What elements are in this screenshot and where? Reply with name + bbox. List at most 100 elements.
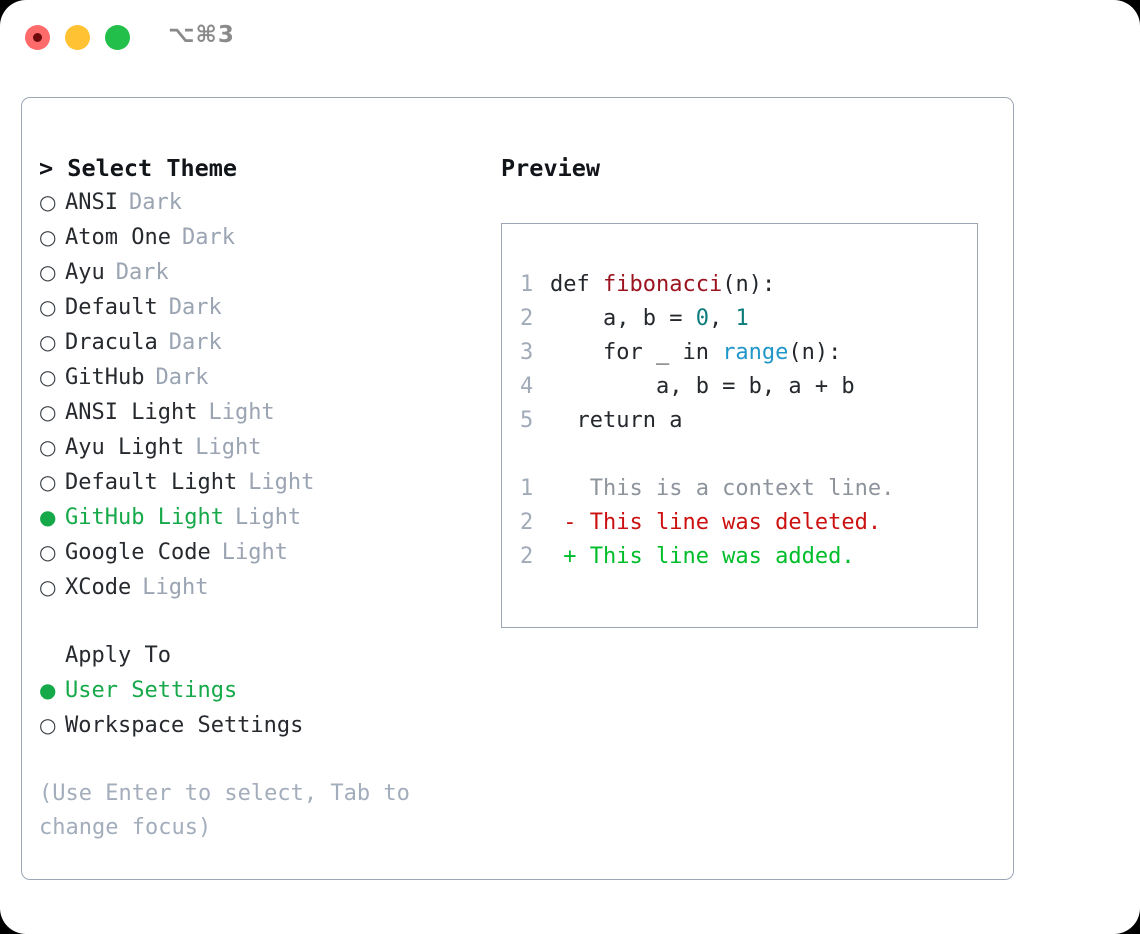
theme-item-label: ANSI bbox=[65, 190, 118, 215]
keyboard-shortcut-label: ⌥⌘3 bbox=[168, 22, 235, 48]
radio-unselected-icon: ○ bbox=[39, 190, 57, 214]
code-content: a, b = 0, 1 bbox=[550, 302, 749, 336]
theme-item-badge: Light bbox=[195, 435, 262, 460]
theme-item-label: Atom One bbox=[65, 225, 171, 250]
radio-unselected-icon: ○ bbox=[39, 400, 57, 424]
radio-unselected-icon: ○ bbox=[39, 540, 57, 564]
code-line: 3 for _ in range(n): bbox=[520, 336, 977, 370]
code-token: a, b = b, a + b bbox=[550, 374, 855, 399]
radio-selected-icon: ● bbox=[39, 678, 57, 702]
line-number: 1 bbox=[520, 476, 534, 501]
code-token: (n): bbox=[722, 272, 776, 297]
theme-item-badge: Dark bbox=[181, 225, 235, 250]
theme-item-label: ANSI Light bbox=[65, 400, 198, 425]
keyboard-hint: (Use Enter to select, Tab to change focu… bbox=[39, 781, 410, 840]
apply-to-item[interactable]: ● User Settings bbox=[39, 673, 485, 708]
select-theme-header: > Select Theme bbox=[39, 154, 238, 182]
theme-item-label: Default Light bbox=[65, 470, 238, 495]
theme-item-label: Default bbox=[65, 295, 158, 320]
theme-list-item[interactable]: ○ Ayu Light Light bbox=[39, 430, 485, 465]
theme-list-item[interactable]: ○ GitHub Dark bbox=[39, 360, 485, 395]
close-dot-icon[interactable] bbox=[25, 25, 50, 50]
list-spacer bbox=[39, 605, 485, 639]
theme-item-label: Google Code bbox=[65, 540, 211, 565]
preview-title: Preview bbox=[501, 154, 601, 182]
theme-list-item[interactable]: ○ Default Light Light bbox=[39, 465, 485, 500]
code-token: + This line was added. bbox=[550, 544, 855, 569]
diff-line: 2 - This line was deleted. bbox=[520, 506, 977, 540]
code-line: 1 def fibonacci(n): bbox=[520, 268, 977, 302]
window-controls bbox=[25, 25, 130, 50]
code-token: 1 bbox=[735, 306, 749, 331]
radio-unselected-icon: ○ bbox=[39, 330, 57, 354]
radio-unselected-icon: ○ bbox=[39, 295, 57, 319]
maximize-dot-icon[interactable] bbox=[105, 25, 130, 50]
radio-unselected-icon: ○ bbox=[39, 713, 57, 737]
theme-list-item[interactable]: ○ Google Code Light bbox=[39, 535, 485, 570]
line-number: 5 bbox=[520, 408, 534, 433]
line-number: 2 bbox=[520, 306, 534, 331]
theme-item-label: GitHub bbox=[65, 365, 145, 390]
theme-item-badge: Light bbox=[234, 505, 302, 530]
code-token: , bbox=[708, 306, 736, 331]
radio-unselected-icon: ○ bbox=[39, 260, 57, 284]
code-content: - This line was deleted. bbox=[550, 506, 881, 540]
apply-to-item-label: Workspace Settings bbox=[65, 713, 304, 738]
code-token: range bbox=[722, 340, 789, 365]
code-token: This is a context line. bbox=[550, 476, 895, 501]
theme-item-badge: Dark bbox=[168, 330, 222, 355]
code-line: 5 return a bbox=[520, 404, 977, 438]
code-line: 2 a, b = 0, 1 bbox=[520, 302, 977, 336]
code-token: a, b = bbox=[550, 306, 696, 331]
theme-list-item[interactable]: ○ Default Dark bbox=[39, 290, 485, 325]
code-content: return a bbox=[550, 404, 682, 438]
code-content: for _ in range(n): bbox=[550, 336, 841, 370]
theme-list-item[interactable]: ○ Atom One Dark bbox=[39, 220, 485, 255]
code-token: return a bbox=[550, 408, 683, 433]
line-number: 1 bbox=[520, 272, 534, 297]
radio-selected-icon: ● bbox=[39, 505, 57, 529]
line-number: 2 bbox=[520, 510, 534, 535]
theme-item-label: Ayu bbox=[65, 260, 105, 285]
theme-item-label: Dracula bbox=[65, 330, 158, 355]
apply-to-list: ● User Settings ○ Workspace Settings bbox=[39, 673, 485, 743]
theme-item-label: Ayu Light bbox=[65, 435, 185, 460]
theme-item-badge: Dark bbox=[128, 190, 182, 215]
code-token: 0 bbox=[695, 306, 709, 331]
diff-block: 1 This is a context line.2 - This line w… bbox=[520, 472, 977, 574]
theme-item-badge: Light bbox=[248, 470, 315, 495]
line-number: 4 bbox=[520, 374, 534, 399]
minimize-dot-icon[interactable] bbox=[65, 25, 90, 50]
radio-unselected-icon: ○ bbox=[39, 470, 57, 494]
theme-item-badge: Light bbox=[142, 575, 209, 600]
apply-to-item[interactable]: ○ Workspace Settings bbox=[39, 708, 485, 743]
title-bar: ⌥⌘3 bbox=[0, 0, 1140, 78]
diff-line: 1 This is a context line. bbox=[520, 472, 977, 506]
code-diff-gap bbox=[520, 438, 977, 472]
code-token: def bbox=[550, 272, 603, 297]
code-token: for _ in bbox=[550, 340, 723, 365]
line-number: 3 bbox=[520, 340, 534, 365]
radio-unselected-icon: ○ bbox=[39, 435, 57, 459]
code-content: def fibonacci(n): bbox=[550, 268, 775, 302]
radio-unselected-icon: ○ bbox=[39, 365, 57, 389]
line-number: 2 bbox=[520, 544, 534, 569]
apply-to-item-label: User Settings bbox=[65, 678, 238, 703]
radio-unselected-icon: ○ bbox=[39, 225, 57, 249]
diff-line: 2 + This line was added. bbox=[520, 540, 977, 574]
theme-item-badge: Light bbox=[221, 540, 288, 565]
theme-item-badge: Dark bbox=[168, 295, 222, 320]
theme-item-label: XCode bbox=[65, 575, 132, 600]
theme-list-item[interactable]: ○ ANSI Dark bbox=[39, 185, 485, 220]
theme-list-item[interactable]: ○ Dracula Dark bbox=[39, 325, 485, 360]
theme-item-badge: Dark bbox=[155, 365, 209, 390]
